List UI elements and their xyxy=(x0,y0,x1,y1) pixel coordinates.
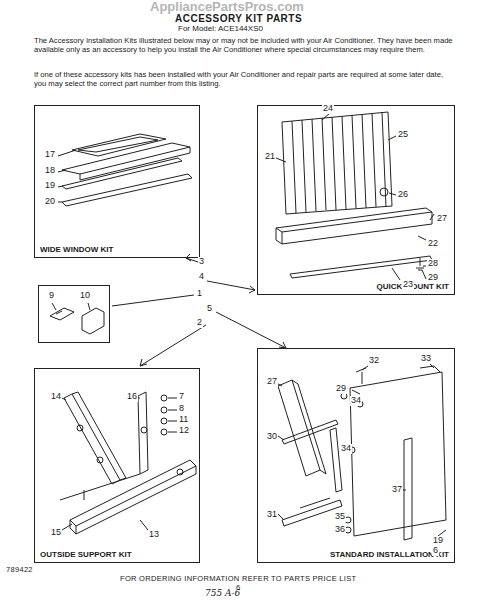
callout-number: 20 xyxy=(44,197,56,207)
kit-heading: WIDE WINDOW KIT xyxy=(38,245,115,254)
callout-number: 36 xyxy=(334,525,346,535)
callout-number: 17 xyxy=(44,150,56,160)
callout-number: 34 xyxy=(350,396,362,406)
callout-number: 5 xyxy=(206,304,213,314)
callout-number: 14 xyxy=(50,392,62,402)
callout-number: 2 xyxy=(196,318,203,328)
callout-number: 37 xyxy=(391,485,403,495)
callout-number: 27 xyxy=(436,214,448,224)
kit-panel: STANDARD INSTALLATION KIT xyxy=(257,348,455,563)
callout-number: 13 xyxy=(148,530,160,540)
callout-number: 19 xyxy=(44,181,56,191)
intro-text: The Accessory Installation Kits illustra… xyxy=(34,36,455,55)
kit-panel: WIDE WINDOW KIT xyxy=(34,105,200,258)
callout-number: 29 xyxy=(427,273,439,283)
callout-number: 29 xyxy=(335,384,347,394)
callout-number: 16 xyxy=(126,392,138,402)
callout-number: 22 xyxy=(427,239,439,249)
callout-number: 27 xyxy=(266,377,278,387)
callout-number: 15 xyxy=(50,528,62,538)
callout-number: 7 xyxy=(178,392,185,402)
callout-number: 12 xyxy=(178,426,190,436)
callout-number: 1 xyxy=(196,289,203,299)
watermark: AppliancePartsPros.com xyxy=(150,0,304,14)
callout-number: 10 xyxy=(78,290,92,300)
callout-number: 26 xyxy=(397,190,409,200)
callout-number: 35 xyxy=(334,512,346,522)
callout-number: 9 xyxy=(47,290,56,300)
kit-heading: OUTSIDE SUPPORT KIT xyxy=(38,550,134,559)
callout-number: 3 xyxy=(198,257,205,267)
callout-number: 23 xyxy=(402,280,414,290)
callout-number: 34 xyxy=(340,444,352,454)
drawing-number: 789422 xyxy=(6,566,33,574)
callout-number: 28 xyxy=(427,259,439,269)
callout-number: 4 xyxy=(198,272,205,282)
callout-number: 8 xyxy=(178,404,185,414)
callout-number: 21 xyxy=(264,152,276,162)
intro-text: If one of these accessory kits has been … xyxy=(34,70,455,89)
model-number: For Model: ACE144XS0 xyxy=(178,25,263,34)
callout-number: 6 xyxy=(432,546,439,556)
callout-number: 19 xyxy=(432,536,444,546)
kit-panel: QUICK MOUNT KIT xyxy=(257,105,455,295)
callout-number: 33 xyxy=(420,354,432,364)
callout-number: 18 xyxy=(44,166,56,176)
handwritten-note: 755 A-6 xyxy=(205,589,240,599)
page-title: ACCESSORY KIT PARTS xyxy=(175,13,302,24)
callout-number: 11 xyxy=(178,415,189,425)
callout-number: 24 xyxy=(322,104,334,114)
callout-number: 25 xyxy=(397,130,409,140)
callout-number: 30 xyxy=(266,432,278,442)
parts-box: 9 10 xyxy=(38,285,110,343)
callout-number: 31 xyxy=(266,510,278,520)
callout-number: 32 xyxy=(368,356,380,366)
footer-note: FOR ORDERING INFORMATION REFER TO PARTS … xyxy=(120,575,356,583)
